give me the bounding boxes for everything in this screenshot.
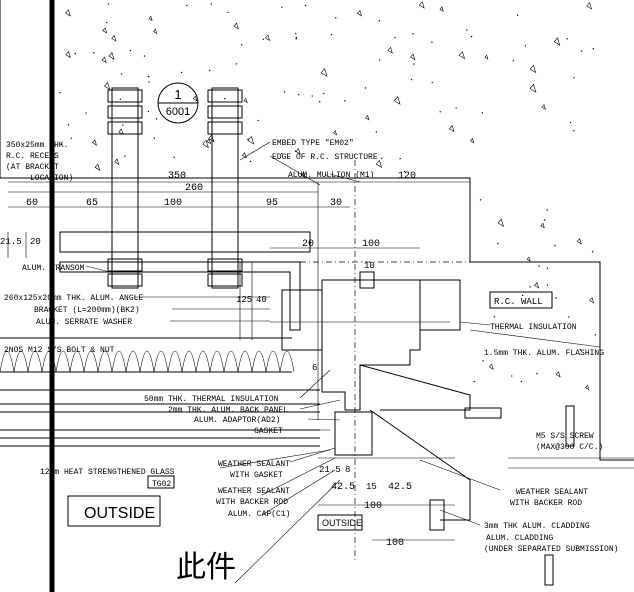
leader-lines bbox=[85, 141, 601, 584]
glass-tag-box bbox=[147, 475, 175, 489]
dim-8: 8 bbox=[345, 465, 350, 475]
alum-mullion bbox=[321, 271, 471, 521]
rc-wall-box bbox=[489, 291, 553, 309]
anchor-bolts bbox=[107, 87, 243, 289]
outside-box-large bbox=[67, 495, 161, 527]
concrete-structure bbox=[0, 0, 634, 461]
label-edge-structure: EDGE OF R.C. STRUCTURE bbox=[272, 153, 378, 162]
dim-95: 95 bbox=[266, 198, 278, 209]
label-screw-1: M5 S/S SCREW bbox=[536, 432, 594, 441]
label-adaptor: ALUM. ADAPTOR(AD2) bbox=[194, 416, 280, 425]
thermal-insulation bbox=[0, 279, 461, 447]
dim-100-d: 100 bbox=[386, 538, 404, 549]
dim-21-5: 21.5 bbox=[0, 237, 22, 247]
alum-bracket-assembly bbox=[59, 231, 450, 351]
label-alum-mullion: ALUM. MULLION (M1) bbox=[288, 171, 374, 180]
label-ws-backer-1: WEATHER SEALANT bbox=[516, 488, 588, 497]
outside-box-small bbox=[317, 514, 363, 531]
label-alum-cap: ALUM. CAP(C1) bbox=[228, 510, 290, 519]
dim-20-a: 20 bbox=[30, 237, 41, 247]
dim-15: 15 bbox=[366, 482, 377, 492]
label-cladding-3mm: 3mm THK ALUM. CLADDING bbox=[484, 522, 590, 531]
dim-40: 40 bbox=[256, 295, 267, 305]
label-chinese: 此件 bbox=[176, 551, 236, 584]
label-thermal-insulation: THERMAL INSULATION bbox=[490, 323, 577, 332]
dim-21-5-b: 21.5 bbox=[319, 465, 341, 475]
label-rc-recess-3: (AT BRACKET bbox=[6, 163, 59, 172]
dim-42-5-b: 42.5 bbox=[388, 482, 412, 493]
label-screw-2: (MAX@300 C/C.) bbox=[536, 443, 603, 452]
dim-120: 120 bbox=[398, 171, 416, 182]
dim-20-b: 20 bbox=[302, 239, 314, 250]
dim-30: 30 bbox=[330, 198, 342, 209]
dim-42-5-a: 42.5 bbox=[331, 482, 355, 493]
concrete-hatch bbox=[59, 1, 596, 391]
label-rc-recess-1: 350x25mm THK. bbox=[6, 141, 68, 150]
dim-350: 350 bbox=[168, 171, 186, 182]
label-outside-small: OUTSIDE bbox=[322, 518, 362, 528]
callout-sheet: 6001 bbox=[166, 106, 190, 118]
label-thermal-insulation-50: 50mm THK. THERMAL INSULATION bbox=[144, 395, 279, 404]
label-back-panel: 2mm THK. ALUM. BACK PANEL bbox=[168, 406, 288, 415]
dim-10: 10 bbox=[364, 261, 375, 271]
section-callout bbox=[157, 82, 199, 124]
anchor-bolt-left bbox=[111, 87, 139, 289]
dim-60: 60 bbox=[26, 198, 38, 209]
label-bolt-nut: 2NOS M12 S/S BOLT & NUT bbox=[4, 346, 115, 355]
label-outside-large: OUTSIDE bbox=[84, 505, 155, 522]
dimension-labels: 350 120 260 60 65 100 95 30 21.5 20 20 1… bbox=[0, 171, 416, 549]
label-weather-sealant-gasket-2: WITH GASKET bbox=[230, 471, 283, 480]
label-rc-wall: R.C. WALL bbox=[494, 297, 543, 307]
label-weather-sealant-rod-2: WITH BACKER ROD bbox=[216, 498, 288, 507]
label-ws-backer-2: WITH BACKER ROD bbox=[510, 499, 582, 508]
dim-100-c: 100 bbox=[364, 501, 382, 512]
dim-100-b: 100 bbox=[362, 239, 380, 250]
label-under-separated: (UNDER SEPARATED SUBMISSION) bbox=[484, 545, 618, 554]
label-glass-tag: TG02 bbox=[152, 480, 171, 489]
label-gasket: GASKET bbox=[254, 427, 283, 436]
dimension-lines bbox=[7, 160, 470, 560]
label-serrate-washer: ALUM. SERRATE WASHER bbox=[36, 318, 132, 327]
callout-number: 1 bbox=[174, 87, 181, 102]
label-weather-sealant-rod-1: WEATHER SEALANT bbox=[218, 487, 290, 496]
dim-125: 125 bbox=[236, 295, 252, 305]
flashing-and-screws bbox=[429, 405, 634, 586]
dim-100-a: 100 bbox=[164, 198, 182, 209]
label-alum-transom: ALUM. TRANSOM bbox=[22, 264, 85, 273]
label-heat-glass: 12mm HEAT STRENGTHENED GLASS bbox=[40, 468, 175, 477]
anchor-bolt-right bbox=[211, 87, 239, 289]
label-embed-type: EMBED TYPE "EM02" bbox=[272, 139, 354, 148]
label-bracket: BRACKET (L=200mm)(BK2) bbox=[34, 306, 140, 315]
label-rc-recess-4: LOCATION) bbox=[30, 174, 73, 183]
label-weather-sealant-gasket-1: WEATHER SEALANT bbox=[218, 460, 290, 469]
label-rc-recess-2: R.C. RECESS bbox=[6, 152, 59, 161]
dim-65: 65 bbox=[86, 198, 98, 209]
annotation-labels: 350x25mm THK. R.C. RECESS (AT BRACKET LO… bbox=[4, 139, 618, 584]
label-cladding: ALUM. CLADDING bbox=[486, 534, 553, 543]
label-alum-angle: 260x125x20mm THK. ALUM. ANGLE bbox=[4, 294, 143, 303]
label-flashing: 1.5mm THK. ALUM. FLASHING bbox=[484, 349, 604, 358]
dim-260: 260 bbox=[185, 183, 203, 194]
dim-6: 6 bbox=[312, 363, 317, 373]
